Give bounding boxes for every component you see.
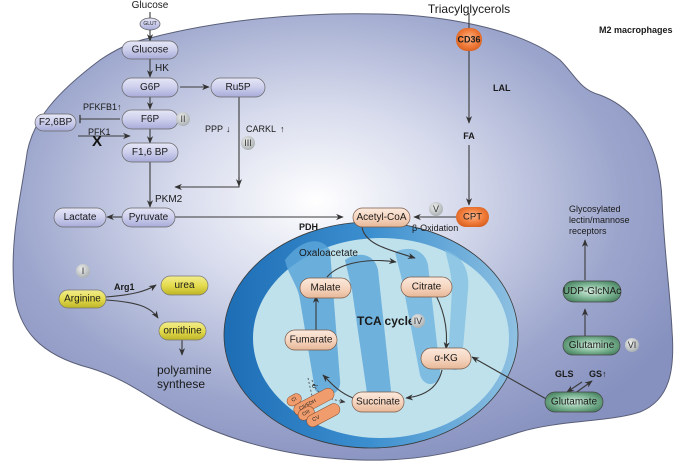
svg-text:CI: CI	[291, 396, 298, 404]
node-udp-glcnac: UDP-GlcNAc	[562, 280, 622, 303]
marker-I: I	[76, 264, 90, 278]
svg-text:ornithine: ornithine	[163, 326, 202, 337]
electron-transport-chain: e- CI CII/SDH CIII CV	[286, 383, 341, 428]
fa-label: FA	[463, 131, 475, 141]
svg-text:IV: IV	[414, 316, 423, 326]
node-arginine: Arginine	[58, 289, 107, 309]
cell-type-title: M2 macrophages	[599, 25, 673, 35]
svg-text:Acetyl-CoA: Acetyl-CoA	[356, 212, 406, 223]
tca-cycle-label: TCA cycle	[357, 314, 415, 328]
hk-enzyme-label: HK	[155, 63, 169, 74]
pfk1-blocked-x: X	[92, 133, 102, 150]
glycosylated-receptors-line2: lectin/mannose	[569, 215, 630, 225]
carkl-label: CARKL	[246, 124, 276, 134]
cd36-receptor: CD36	[456, 28, 482, 51]
gls-label: GLS	[555, 369, 574, 379]
svg-text:CV: CV	[311, 414, 321, 423]
svg-text:G6P: G6P	[140, 82, 160, 93]
node-f16bp: F1,6 BP	[121, 142, 179, 163]
svg-text:VI: VI	[628, 340, 637, 350]
complex-cv: CV	[306, 403, 341, 428]
marker-III: III	[241, 136, 255, 150]
carkl-up-arrow: ↑	[280, 124, 285, 134]
svg-text:UDP-GlcNAc: UDP-GlcNAc	[563, 286, 621, 297]
beta-oxidation-label: β-Oxidation	[412, 223, 458, 233]
svg-text:Succinate: Succinate	[356, 397, 400, 408]
svg-text:urea: urea	[174, 280, 194, 291]
polyamine-label-line1: polyamine	[157, 363, 212, 377]
svg-text:Glutamine: Glutamine	[569, 340, 615, 351]
node-acetyl-coa: Acetyl-CoA	[352, 207, 411, 228]
pfkfb1-label: PFKFB1	[83, 102, 117, 112]
marker-V: V	[429, 202, 443, 216]
svg-text:F6P: F6P	[141, 114, 160, 125]
cpt-enzyme: CPT	[456, 207, 489, 227]
node-f6p: F6P	[121, 109, 179, 130]
svg-text:Glutamate: Glutamate	[551, 397, 598, 408]
node-urea: urea	[160, 275, 209, 296]
node-ru5p: Ru5P	[210, 77, 266, 98]
svg-text:Lactate: Lactate	[64, 212, 97, 223]
marker-IV: IV	[411, 314, 425, 328]
pfk1-label: PFK1	[88, 127, 111, 137]
svg-text:α-KG: α-KG	[434, 353, 458, 364]
node-alpha-kg: α-KG	[420, 347, 472, 370]
gs-label: GS	[589, 369, 602, 379]
svg-text:II: II	[180, 114, 185, 124]
node-ornithine: ornithine	[158, 321, 207, 341]
svg-text:V: V	[433, 204, 439, 214]
node-malate: Malate	[299, 277, 352, 299]
svg-text:III: III	[244, 138, 252, 148]
electron-label: e-	[312, 383, 319, 390]
svg-text:Glucose: Glucose	[132, 45, 169, 56]
node-glutamine: Glutamine	[562, 335, 621, 356]
svg-text:CPT: CPT	[463, 212, 482, 223]
oxaloacetate-label: Oxaloacetate	[299, 248, 358, 259]
node-fumarate: Fumarate	[284, 329, 338, 351]
pdh-label: PDH	[299, 222, 318, 232]
svg-text:Citrate: Citrate	[412, 282, 442, 293]
svg-text:CD36: CD36	[457, 35, 480, 45]
node-glutamate: Glutamate	[544, 391, 604, 413]
polyamine-label-line2: synthese	[157, 377, 205, 391]
svg-text:I: I	[82, 266, 85, 276]
svg-text:Pyruvate: Pyruvate	[129, 212, 169, 223]
glut-label: GLUT	[143, 21, 156, 27]
svg-text:Arginine: Arginine	[64, 294, 101, 305]
svg-text:Malate: Malate	[310, 283, 340, 294]
arg1-label: Arg1	[114, 282, 135, 292]
node-lactate: Lactate	[53, 207, 107, 228]
svg-text:Fumarate: Fumarate	[290, 335, 333, 346]
glut-transporter: GLUT	[139, 17, 161, 31]
glycosylated-receptors-line1: Glycosylated	[569, 204, 621, 214]
svg-text:CIII: CIII	[301, 409, 311, 418]
marker-VI: VI	[625, 338, 639, 352]
mitochondrion	[223, 221, 519, 449]
pfkfb1-up-arrow: ↑	[117, 102, 122, 112]
ppp-label: PPP	[205, 124, 223, 134]
node-citrate: Citrate	[400, 276, 453, 298]
node-succinate: Succinate	[351, 391, 405, 413]
node-glucose: Glucose	[121, 40, 179, 60]
marker-II: II	[176, 112, 190, 126]
svg-text:F2,6BP: F2,6BP	[39, 117, 73, 128]
triacylglycerols-label: Triacylglycerols	[428, 2, 510, 16]
svg-text:Ru5P: Ru5P	[225, 82, 250, 93]
lal-label: LAL	[493, 83, 511, 93]
gs-up-arrow: ↑	[602, 369, 607, 379]
node-f26bp: F2,6BP	[34, 113, 77, 132]
glycosylated-receptors-line3: receptors	[569, 226, 607, 236]
node-pyruvate: Pyruvate	[121, 207, 176, 228]
pkm2-label: PKM2	[155, 194, 183, 205]
svg-text:F1,6 BP: F1,6 BP	[132, 147, 168, 158]
glucose-extracellular-label: Glucose	[132, 0, 169, 11]
node-g6p: G6P	[121, 77, 179, 98]
ppp-down-arrow: ↓	[226, 124, 231, 134]
